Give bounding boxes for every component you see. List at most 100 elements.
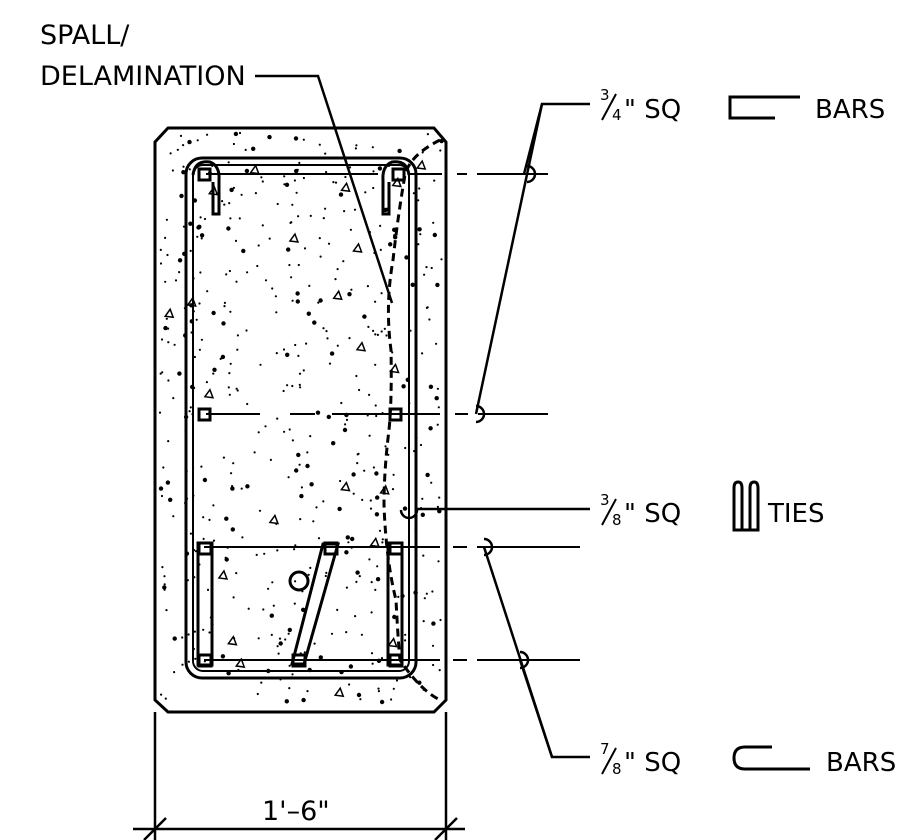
aggregate-dot [276, 645, 279, 648]
aggregate-dot [294, 168, 299, 174]
aggregate-dot [309, 482, 314, 487]
aggregate-dot [224, 516, 229, 521]
aggregate-dot [293, 136, 299, 141]
aggregate-dot [189, 249, 192, 252]
aggregate-dot [172, 515, 175, 518]
aggregate-dot [419, 443, 423, 447]
aggregate-dot [309, 566, 312, 570]
aggregate-dot [305, 463, 310, 469]
aggregate-dot [261, 224, 264, 227]
aggregate-dot [194, 657, 197, 660]
aggregate-dot [251, 146, 256, 151]
aggregate-dot [377, 687, 380, 690]
aggregate-dot [423, 273, 426, 276]
aggregate-dot [342, 427, 348, 433]
aggregate-dot [283, 183, 286, 186]
aggregate-dot [355, 580, 358, 584]
aggregate-dot [431, 621, 436, 626]
aggregate-dot [363, 469, 366, 472]
aggregate-dot [284, 638, 287, 641]
top-right-bar [391, 167, 406, 182]
aggregate-dot [345, 418, 349, 421]
aggregate-dot [379, 224, 382, 227]
aggregate-dot [169, 152, 172, 155]
aggregate-dot [270, 633, 273, 637]
aggregate-dot [417, 243, 420, 246]
aggregate-dot [356, 462, 359, 465]
aggregate-dot [188, 168, 191, 171]
aggregate-dot [203, 217, 207, 221]
aggregate-dot [235, 280, 238, 283]
aggregate-dot [165, 317, 168, 320]
aggregate-dot [294, 580, 297, 583]
aggregate-dot [163, 325, 168, 331]
aggregate-dot [244, 148, 247, 151]
aggregate-dot [294, 544, 297, 547]
aggregate-dot [159, 262, 163, 265]
aggregate-dot [378, 529, 382, 532]
aggregate-dot [285, 352, 290, 357]
aggregate-dot [261, 180, 264, 183]
aggregate-dot [366, 285, 369, 288]
aggregate-dot [188, 221, 193, 226]
aggregate-dot [372, 170, 375, 173]
aggregate-dot [161, 371, 164, 374]
aggregate-dot [376, 333, 379, 336]
aggregate-dot [172, 636, 177, 641]
aggregate-dot [178, 271, 181, 274]
aggregate-dot [256, 264, 259, 268]
aggregate-dot [284, 699, 289, 704]
aggregate-dot [305, 342, 308, 345]
aggregate-dot [272, 604, 275, 607]
aggregate-dot [167, 440, 170, 443]
aggregate-dot [206, 290, 209, 293]
aggregate-stone [288, 232, 300, 243]
aggregate-dot [246, 402, 249, 406]
aggregate-dot [235, 387, 238, 390]
aggregate-dot [438, 669, 441, 672]
aggregate-dot [388, 242, 393, 247]
bottom-left-stirrup [196, 541, 214, 667]
aggregate-dot [229, 310, 232, 313]
aggregate-dot [232, 596, 235, 599]
aggregate-dot [236, 389, 239, 392]
aggregate-dot [173, 343, 176, 346]
aggregate-dot [344, 550, 349, 555]
aggregate-dot [344, 175, 347, 179]
top-bars-word: BARS [815, 95, 885, 125]
aggregate-dot [367, 325, 370, 328]
aggregate-dot [309, 214, 312, 217]
bottom-left-bar-top [197, 541, 213, 556]
aggregate-dot [288, 687, 291, 690]
aggregate-dot [223, 305, 226, 308]
aggregate-dot [437, 560, 440, 563]
aggregate-stone [352, 242, 363, 253]
aggregate-dot [375, 577, 381, 582]
aggregate-dot [401, 384, 406, 389]
aggregate-dot [212, 539, 216, 542]
aggregate-dot [432, 663, 435, 667]
aggregate-stone [369, 536, 380, 548]
aggregate-dot [269, 458, 272, 461]
aggregate-dot [302, 138, 305, 141]
aggregate-dot [325, 171, 328, 174]
aggregate-dot [418, 187, 421, 190]
leader-lines [255, 74, 590, 759]
aggregate-dot [226, 226, 231, 231]
aggregate-dot [245, 484, 250, 489]
aggregate-dot [291, 384, 294, 388]
aggregate-dot [392, 687, 395, 690]
aggregate-dot [244, 168, 250, 174]
aggregate-dot [381, 541, 384, 544]
aggregate-dot [205, 381, 208, 384]
aggregate-dot [158, 486, 164, 491]
aggregate-dot [301, 697, 306, 703]
aggregate-dot [182, 165, 185, 168]
aggregate-dot [404, 255, 409, 260]
aggregate-dot [286, 384, 289, 387]
aggregate-stone [186, 296, 197, 307]
aggregate-dot [229, 362, 232, 365]
aggregate-dot [236, 348, 239, 351]
aggregate-dot [349, 228, 352, 231]
